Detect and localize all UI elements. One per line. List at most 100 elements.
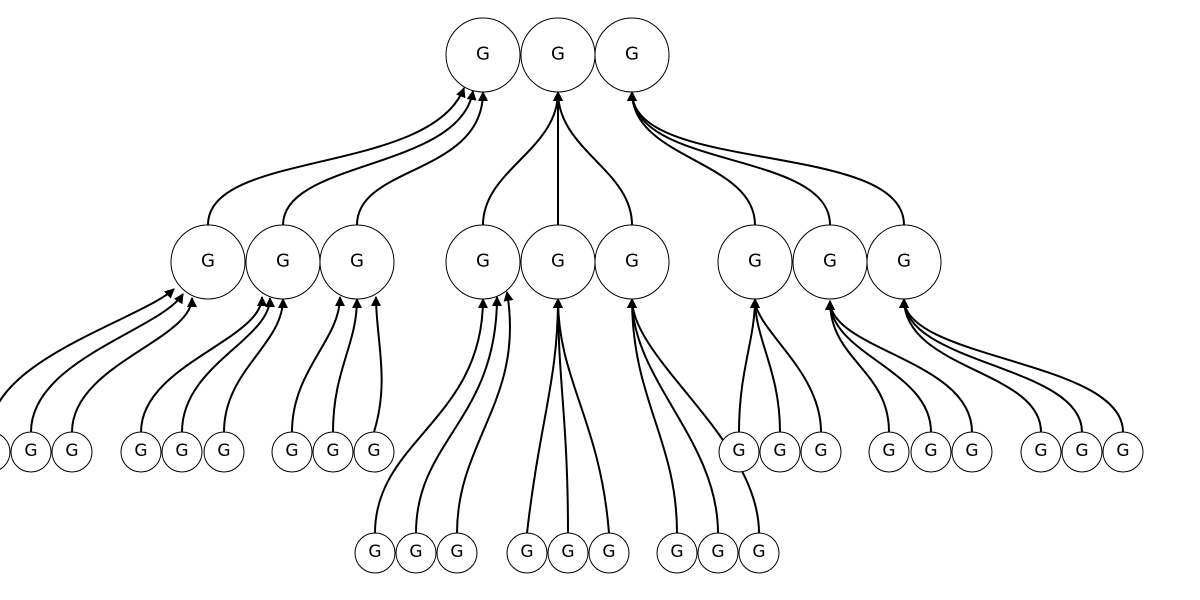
edge-arrow-17: [332, 298, 362, 433]
node-label: G: [711, 542, 724, 562]
node-m1-2: G: [245, 224, 321, 300]
node-b4-2: G: [395, 532, 437, 574]
node-label: G: [732, 441, 745, 461]
node-circle: [868, 431, 910, 473]
node-b7-1: G: [718, 431, 760, 473]
node-label: G: [551, 44, 565, 65]
node-circle: [161, 431, 203, 473]
node-b6-3: G: [738, 532, 780, 574]
node-b2-2: G: [161, 431, 203, 473]
node-label: G: [276, 251, 290, 272]
node-b5-3: G: [588, 532, 630, 574]
node-b1-3: G: [51, 431, 93, 473]
node-circle: [588, 532, 630, 574]
node-label: G: [24, 441, 37, 461]
node-circle: [800, 431, 842, 473]
node-b7-2: G: [759, 431, 801, 473]
node-b3-1: G: [271, 431, 313, 473]
node-b1-1: G: [0, 434, 11, 470]
node-label: G: [748, 251, 762, 272]
node-group-b1: GGG: [0, 431, 93, 473]
node-label: G: [752, 542, 765, 562]
node-b9-3: G: [1102, 431, 1144, 473]
edge-arrow-30: [750, 298, 822, 433]
node-label: G: [476, 44, 490, 65]
node-b3-2: G: [312, 431, 354, 473]
node-b6-1: G: [656, 532, 698, 574]
edge-arrow-15: [223, 298, 288, 433]
node-b9-1: G: [1020, 431, 1062, 473]
node-circle: [436, 532, 478, 574]
node-label: G: [350, 251, 364, 272]
edge-arrow-11: [30, 293, 184, 433]
edge-arrow-4: [482, 91, 563, 226]
edge-arrow-14: [181, 297, 275, 433]
node-circle: [1061, 431, 1103, 473]
edge-arrow-10: [0, 288, 175, 403]
edge-arrow-25: [627, 298, 678, 534]
node-circle: [271, 431, 313, 473]
edge-arrow-21: [456, 291, 514, 534]
edge-arrow-24: [553, 298, 610, 534]
node-circle: [951, 431, 993, 473]
edge-arrow-23: [553, 298, 569, 534]
edge-arrow-19: [374, 298, 488, 534]
node-circle: [910, 431, 952, 473]
edge-arrow-8: [627, 91, 831, 226]
node-circle: [353, 431, 395, 473]
edge-arrow-16: [291, 296, 345, 433]
node-b2-1: G: [120, 431, 162, 473]
edge-arrow-12: [71, 297, 197, 433]
node-circle: [354, 532, 396, 574]
node-label: G: [326, 441, 339, 461]
node-b8-2: G: [910, 431, 952, 473]
edge-arrow-32: [825, 300, 932, 433]
node-m2-3: G: [594, 224, 670, 300]
node-b1-2: G: [10, 431, 52, 473]
node-label: G: [924, 441, 937, 461]
node-label: G: [625, 251, 639, 272]
node-b3-3: G: [353, 431, 395, 473]
edge-arrow-13: [140, 296, 267, 433]
node-b2-3: G: [203, 431, 245, 473]
node-top-3: G: [594, 17, 670, 93]
node-m1-1: G: [170, 224, 246, 300]
edge-arrow-9: [627, 91, 905, 226]
node-circle: [10, 431, 52, 473]
node-label: G: [882, 441, 895, 461]
node-m3-1: G: [717, 224, 793, 300]
node-label: G: [476, 251, 490, 272]
node-label: G: [175, 441, 188, 461]
node-label: G: [409, 542, 422, 562]
node-b9-2: G: [1061, 431, 1103, 473]
edge-arrow-18: [371, 296, 383, 433]
node-label: G: [368, 542, 381, 562]
node-circle: [170, 224, 246, 300]
node-b5-2: G: [547, 532, 589, 574]
node-m3-3: G: [866, 224, 942, 300]
edge-arrow-26: [627, 298, 719, 534]
node-label: G: [201, 251, 215, 272]
node-circle: [1020, 431, 1062, 473]
node-circle: [445, 17, 521, 93]
node-circle: [718, 431, 760, 473]
node-circle: [319, 224, 395, 300]
node-circle: [51, 431, 93, 473]
node-label: G: [670, 542, 683, 562]
edge-arrow-29: [750, 298, 781, 433]
node-circle: [395, 532, 437, 574]
node-circle: [547, 532, 589, 574]
node-b6-2: G: [697, 532, 739, 574]
node-top-2: G: [520, 17, 596, 93]
node-label: G: [367, 441, 380, 461]
node-circle: [312, 431, 354, 473]
edge-arrow-35: [899, 298, 1083, 433]
node-label: G: [1116, 441, 1129, 461]
